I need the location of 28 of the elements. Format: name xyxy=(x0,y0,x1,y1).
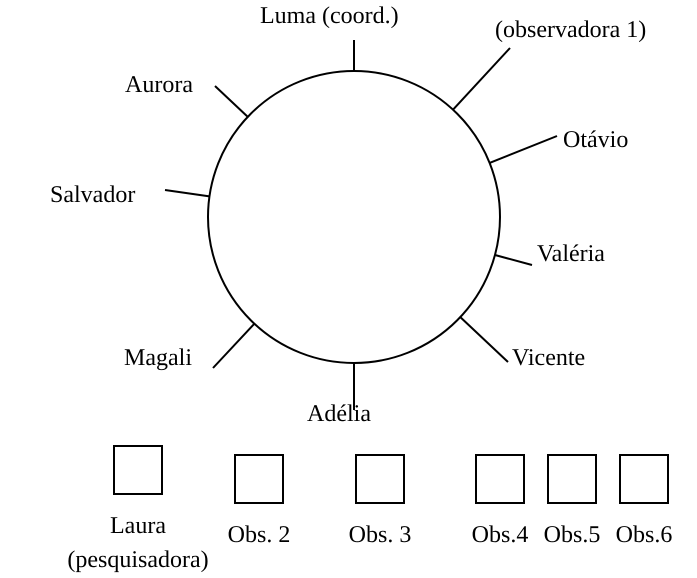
person-name: Magali xyxy=(124,344,192,372)
leader-line xyxy=(212,323,256,369)
leader-line xyxy=(214,85,248,118)
person-name: Aurora xyxy=(125,71,193,99)
leader-line xyxy=(353,40,355,71)
person-name: Vicente xyxy=(512,344,586,372)
seat-box xyxy=(619,454,669,504)
seat-box xyxy=(475,454,525,504)
person-label: Laura (pesquisadora) xyxy=(66,512,210,575)
round-table xyxy=(207,70,501,364)
person-name: (observadora 1) xyxy=(495,16,646,44)
leader-line xyxy=(452,47,511,110)
seat-box xyxy=(234,454,284,504)
leader-line xyxy=(489,135,558,164)
leader-line xyxy=(353,363,355,410)
person-label: Obs. 3 xyxy=(348,521,412,550)
seat-box xyxy=(547,454,597,504)
person-name: Salvador xyxy=(50,181,136,209)
leader-line xyxy=(460,316,509,363)
person-name: Adélia xyxy=(307,400,371,428)
person-name: Luma (coord.) xyxy=(260,2,399,30)
person-name: Valéria xyxy=(537,240,605,268)
seat-box xyxy=(355,454,405,504)
leader-line xyxy=(494,254,532,266)
leader-line xyxy=(164,189,210,198)
person-label: Obs. 2 xyxy=(226,521,292,550)
seat-box xyxy=(113,445,163,495)
person-name: Otávio xyxy=(563,126,628,154)
